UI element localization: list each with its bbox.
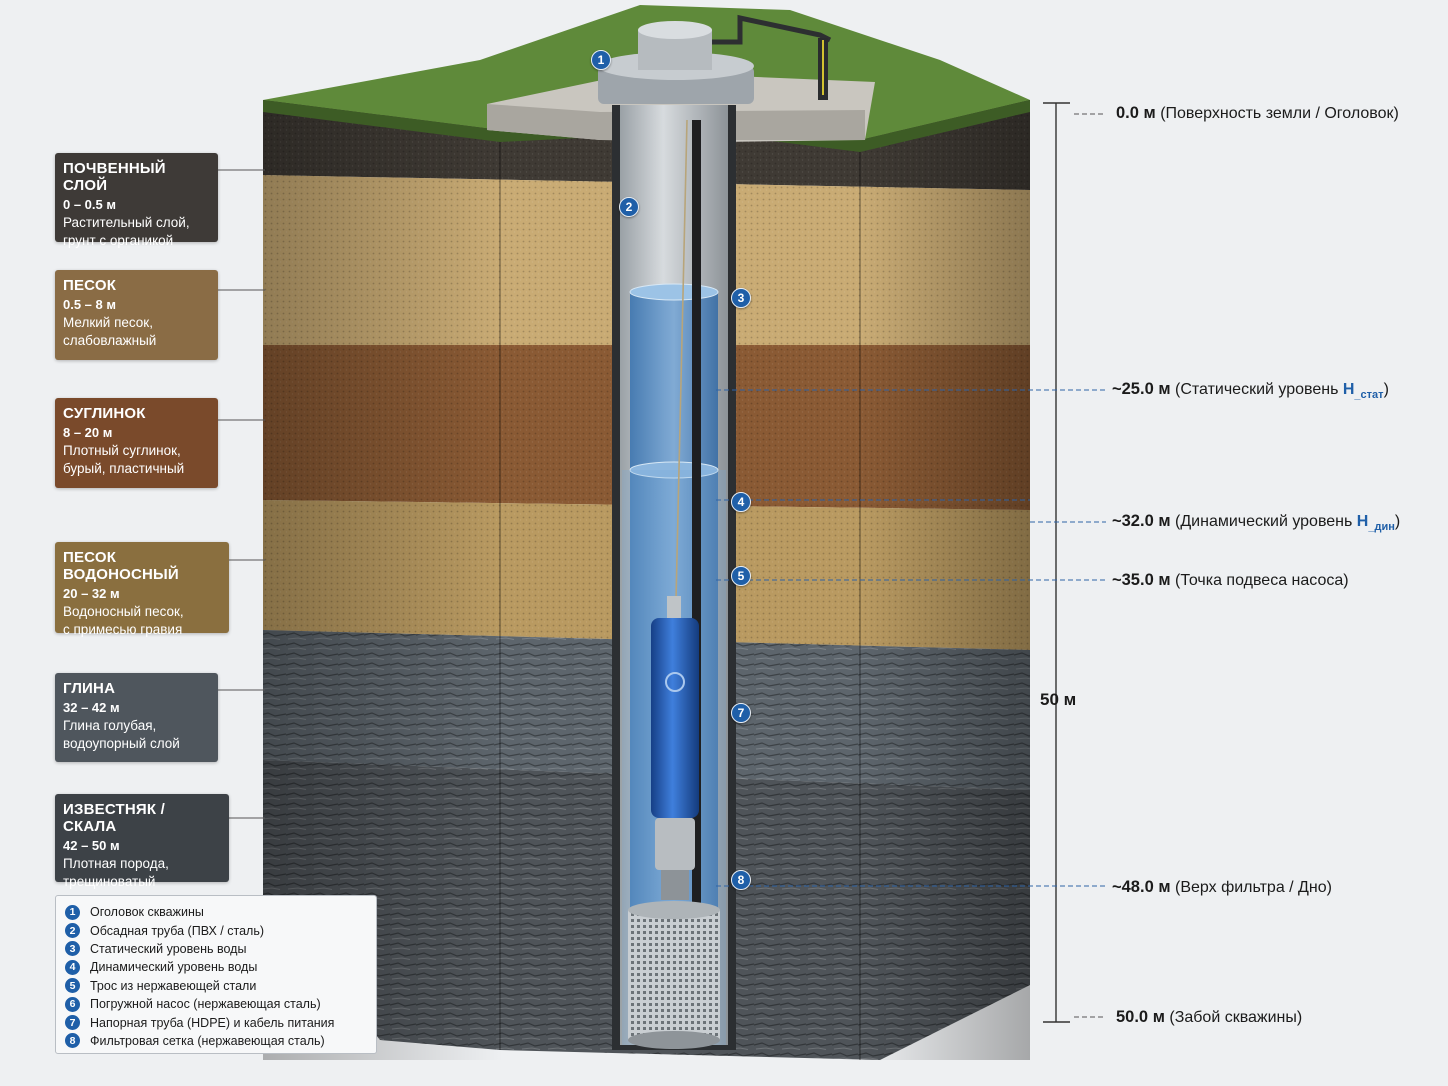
callout-7: 7 (731, 703, 751, 723)
layer-title: ПЕСОК ВОДОНОСНЫЙ (63, 549, 179, 583)
legend-number: 7 (65, 1015, 80, 1031)
depth-dimension (1043, 102, 1106, 1023)
steel-cable (675, 119, 688, 601)
static-water-surface (629, 283, 719, 301)
level-filter-top: ~48.0 м (Верх фильтра / Дно) (1112, 878, 1332, 896)
callout-4: 4 (731, 492, 751, 512)
callout-1: 1 (591, 50, 611, 70)
layer-title: ПОЧВЕННЫЙ СЛОЙ (63, 160, 166, 194)
layer-title: ИЗВЕСТНЯК / СКАЛА (63, 801, 165, 835)
level-dynamic: ~32.0 м (Динамический уровень H_дин) (1112, 512, 1401, 534)
level-pump-suspension: ~35.0 м (Точка подвеса насоса) (1112, 571, 1349, 589)
level-bottom: 50.0 м (Забой скважины) (1116, 1008, 1303, 1026)
callout-2: 2 (619, 197, 639, 217)
level-surface: 0.0 м (Поверхность земли / Оголовок) (1116, 104, 1399, 122)
layer-range: 20 – 32 м (63, 586, 120, 601)
pressure-pipe (692, 120, 701, 920)
legend-number: 8 (65, 1033, 80, 1049)
layer-range: 0.5 – 8 м (63, 297, 116, 312)
layer-desc: Мелкий песок,слабовлажный (63, 315, 157, 348)
layer-card-clay: ГЛИНА 32 – 42 м Глина голубая,водоупорны… (55, 673, 218, 762)
layer-card-sand: ПЕСОК 0.5 – 8 м Мелкий песок,слабовлажны… (55, 270, 218, 360)
legend-number: 3 (65, 941, 80, 957)
legend-number: 6 (65, 996, 80, 1012)
layer-desc: Водоносный песок,с примесью гравия (63, 604, 184, 637)
layer-card-aquifer: ПЕСОК ВОДОНОСНЫЙ 20 – 32 м Водоносный пе… (55, 542, 229, 637)
layer-title: СУГЛИНОК (63, 405, 146, 422)
card-leaders (218, 169, 265, 819)
level-static: ~25.0 м (Статический уровень H_стат) (1112, 380, 1389, 402)
wellhead (598, 14, 832, 104)
legend-number: 1 (65, 904, 80, 920)
legend-number: 2 (65, 923, 80, 939)
legend-number: 4 (65, 959, 80, 975)
submersible-pump (651, 596, 699, 900)
layer-title: ПЕСОК (63, 277, 117, 294)
callout-5: 5 (731, 566, 751, 586)
layer-range: 8 – 20 м (63, 425, 113, 440)
layer-range: 42 – 50 м (63, 838, 120, 853)
layer-card-loam: СУГЛИНОК 8 – 20 м Плотный суглинок,бурый… (55, 398, 218, 488)
total-depth-label: 50 м (1040, 690, 1077, 709)
layer-desc: Глина голубая,водоупорный слой (63, 718, 180, 751)
layer-range: 0 – 0.5 м (63, 197, 116, 212)
symbol-h-dynamic: H_дин (1356, 513, 1395, 534)
callout-3: 3 (731, 288, 751, 308)
layer-range: 32 – 42 м (63, 700, 120, 715)
level-leaders (716, 389, 1106, 887)
layer-title: ГЛИНА (63, 680, 116, 697)
legend-number: 5 (65, 978, 80, 994)
callout-8: 8 (731, 870, 751, 890)
layer-card-soil: ПОЧВЕННЫЙ СЛОЙ 0 – 0.5 м Растительный сл… (55, 153, 218, 248)
filter-screen (628, 901, 720, 1049)
layer-desc: Плотный суглинок,бурый, пластичный (63, 443, 185, 476)
layer-desc: Растительный слой,грунт с органикой (63, 215, 190, 248)
layer-card-limestone: ИЗВЕСТНЯК / СКАЛА 42 – 50 м Плотная поро… (55, 794, 229, 907)
symbol-h-static: H_стат (1342, 381, 1384, 402)
